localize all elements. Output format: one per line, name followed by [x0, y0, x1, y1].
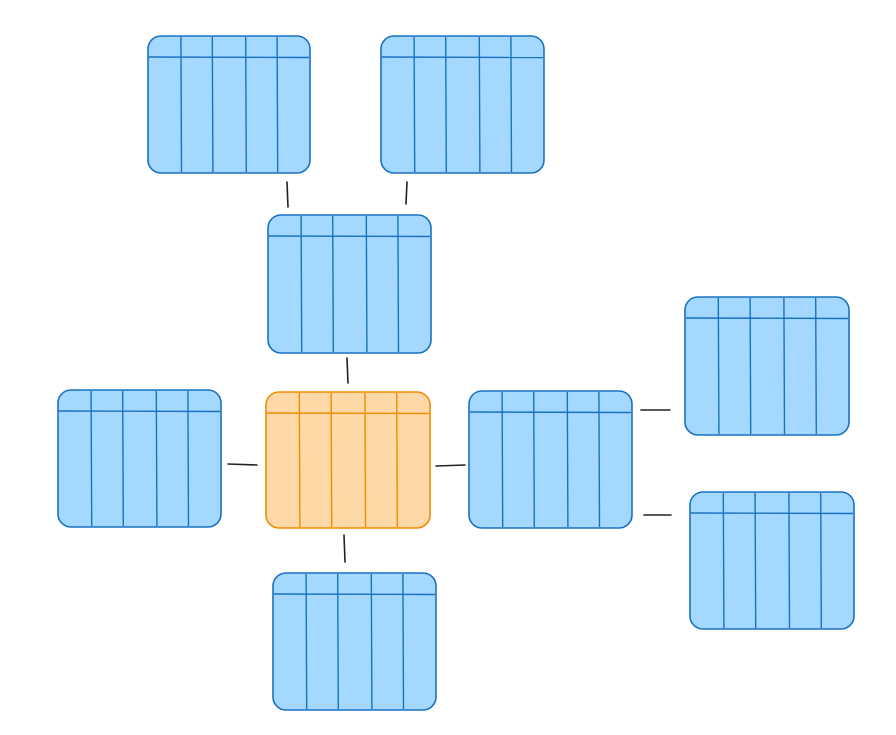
table-central[interactable]	[265, 391, 431, 529]
table-right[interactable]	[468, 390, 633, 529]
table-column-divider	[413, 36, 416, 173]
table-column-divider	[245, 36, 247, 173]
table-bottom[interactable]	[272, 572, 437, 711]
table-column-divider	[155, 390, 158, 527]
table-body	[267, 214, 432, 354]
table-column-divider	[749, 297, 752, 435]
table-column-divider	[364, 392, 367, 528]
table-column-divider	[298, 392, 301, 528]
table-header-divider	[685, 317, 849, 320]
table-column-divider	[396, 392, 398, 528]
table-body	[57, 389, 222, 528]
table-column-divider	[332, 215, 334, 353]
table-column-divider	[90, 390, 93, 527]
table-column-divider	[820, 492, 822, 629]
table-far-right-bottom[interactable]	[689, 491, 855, 630]
table-column-divider	[722, 492, 725, 629]
table-column-divider	[501, 391, 504, 528]
table-body	[265, 391, 431, 529]
table-column-divider	[815, 297, 817, 435]
table-column-divider	[370, 573, 373, 710]
table-body	[272, 572, 437, 711]
table-column-divider	[211, 36, 214, 173]
table-column-divider	[566, 391, 569, 528]
connectors-layer	[227, 181, 672, 563]
table-header-divider	[469, 411, 632, 414]
table-column-divider	[478, 36, 481, 173]
table-column-divider	[180, 36, 183, 173]
table-top-left[interactable]	[147, 35, 311, 174]
connector-table-central-to-table-bottom	[343, 534, 346, 563]
table-column-divider	[187, 390, 190, 527]
table-column-divider	[783, 297, 786, 435]
table-column-divider	[276, 36, 279, 173]
connector-table-top-left-to-table-upper-middle	[286, 181, 289, 208]
table-column-divider	[754, 492, 757, 629]
table-body	[147, 35, 311, 174]
table-body	[380, 35, 545, 174]
table-column-divider	[300, 215, 303, 353]
table-header-divider	[148, 56, 310, 59]
connector-table-top-right-to-table-upper-middle	[405, 181, 408, 205]
table-column-divider	[402, 573, 405, 710]
table-upper-middle[interactable]	[267, 214, 432, 354]
table-top-right[interactable]	[380, 35, 545, 174]
table-left[interactable]	[57, 389, 222, 528]
table-column-divider	[305, 573, 308, 710]
table-header-divider	[266, 412, 430, 415]
table-column-divider	[717, 297, 720, 435]
table-column-divider	[510, 36, 513, 173]
table-body	[689, 491, 855, 630]
table-column-divider	[122, 390, 124, 527]
table-column-divider	[533, 391, 535, 528]
table-header-divider	[690, 512, 854, 515]
table-body	[468, 390, 633, 529]
connector-table-left-to-table-central	[227, 463, 258, 466]
table-body	[684, 296, 850, 436]
table-header-divider	[381, 56, 544, 59]
table-far-right-top[interactable]	[684, 296, 850, 436]
table-column-divider	[330, 392, 333, 528]
table-header-divider	[58, 410, 221, 413]
table-column-divider	[598, 391, 601, 528]
tables-layer	[57, 35, 855, 711]
connector-table-central-to-table-right	[435, 464, 466, 467]
table-column-divider	[337, 573, 339, 710]
table-column-divider	[788, 492, 791, 629]
table-column-divider	[397, 215, 400, 353]
table-header-divider	[273, 593, 436, 596]
table-header-divider	[268, 235, 431, 238]
table-column-divider	[445, 36, 447, 173]
table-column-divider	[365, 215, 368, 353]
connector-table-upper-middle-to-table-central	[346, 357, 349, 384]
